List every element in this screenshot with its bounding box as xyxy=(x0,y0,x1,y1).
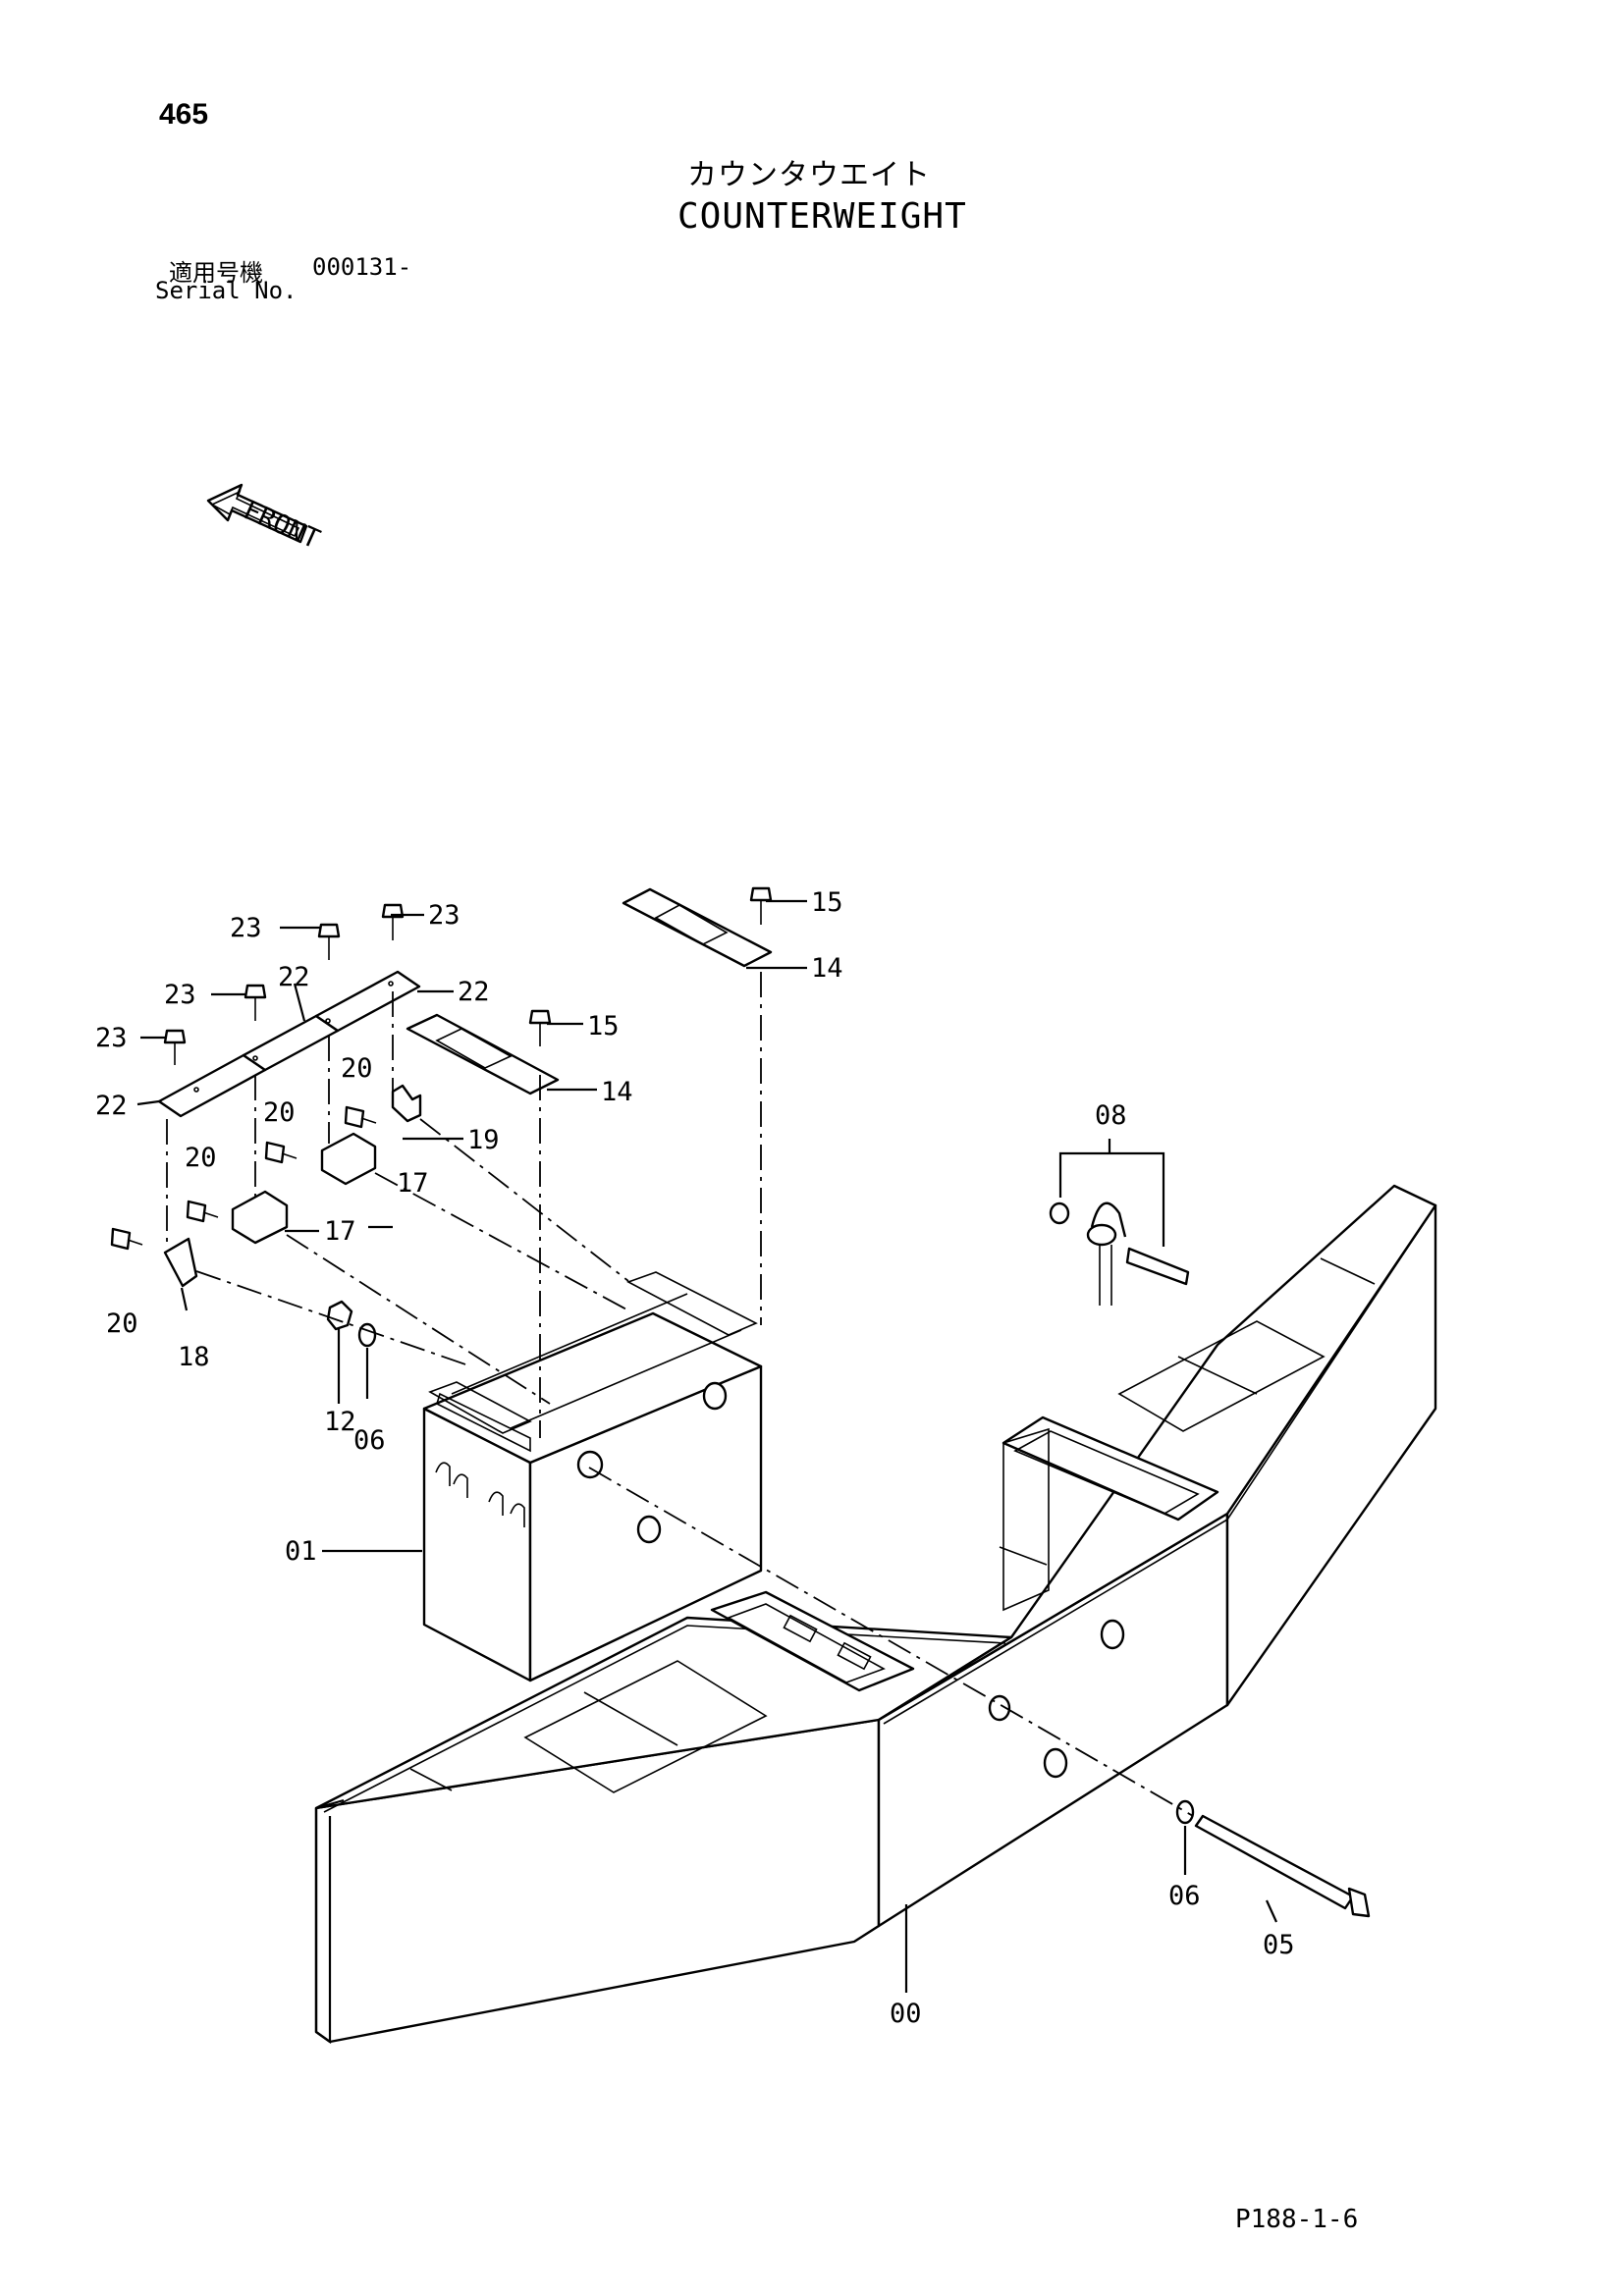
callout-23a: 23 xyxy=(95,1023,128,1053)
counterweight-body xyxy=(314,1184,1437,2045)
title-japanese: カウンタウエイト xyxy=(687,158,931,192)
title-english: COUNTERWEIGHT xyxy=(677,196,967,237)
callout-01: 01 xyxy=(285,1536,317,1567)
callout-23d: 23 xyxy=(428,900,460,931)
nuts-and-washers xyxy=(326,1201,1195,1825)
callout-08: 08 xyxy=(1095,1100,1127,1131)
bolts xyxy=(110,886,773,1251)
assembly-lines xyxy=(166,972,1194,1817)
weight-block xyxy=(422,1271,763,1682)
leader-lines xyxy=(136,899,1278,1993)
callout-20b: 20 xyxy=(185,1143,217,1173)
callout-22a: 22 xyxy=(95,1091,128,1121)
callout-00: 00 xyxy=(890,1999,922,2029)
figure-code: P188-1-6 xyxy=(1235,2205,1359,2234)
callout-22c: 22 xyxy=(458,977,490,1007)
callout-23c: 23 xyxy=(230,913,262,943)
callout-06a: 06 xyxy=(353,1425,386,1456)
callout-17b: 17 xyxy=(397,1168,429,1199)
callout-23b: 23 xyxy=(164,980,196,1010)
front-label: FRONT xyxy=(239,495,324,555)
callout-20c: 20 xyxy=(263,1097,296,1128)
brackets xyxy=(163,1084,422,1288)
callout-12: 12 xyxy=(324,1407,356,1437)
callout-17a: 17 xyxy=(324,1216,356,1247)
callout-20a: 20 xyxy=(106,1308,138,1339)
long-bolt xyxy=(1194,1814,1371,1918)
callout-05: 05 xyxy=(1263,1930,1295,1960)
cover-plates xyxy=(157,970,421,1118)
serial-label-japanese: 適用号機 xyxy=(169,259,263,287)
callout-15a: 15 xyxy=(587,1011,620,1041)
callout-labels: 00 01 05 06 06 08 12 14 14 15 15 17 17 1… xyxy=(95,887,1295,2029)
callout-14a: 14 xyxy=(601,1077,633,1107)
shackle xyxy=(1086,1201,1190,1306)
callout-22b: 22 xyxy=(278,962,310,992)
callout-06b: 06 xyxy=(1168,1881,1201,1911)
serial-number-value: 000131- xyxy=(312,253,412,281)
serial-label-english: Serial No. xyxy=(155,277,298,304)
top-plates xyxy=(406,887,773,1095)
page-number: 465 xyxy=(159,98,209,131)
callout-19: 19 xyxy=(467,1125,500,1155)
callout-18: 18 xyxy=(178,1342,210,1372)
callout-20d: 20 xyxy=(341,1053,373,1084)
callout-15b: 15 xyxy=(811,887,843,918)
callout-14b: 14 xyxy=(811,953,843,984)
front-arrow-icon: FRONT xyxy=(206,483,324,556)
